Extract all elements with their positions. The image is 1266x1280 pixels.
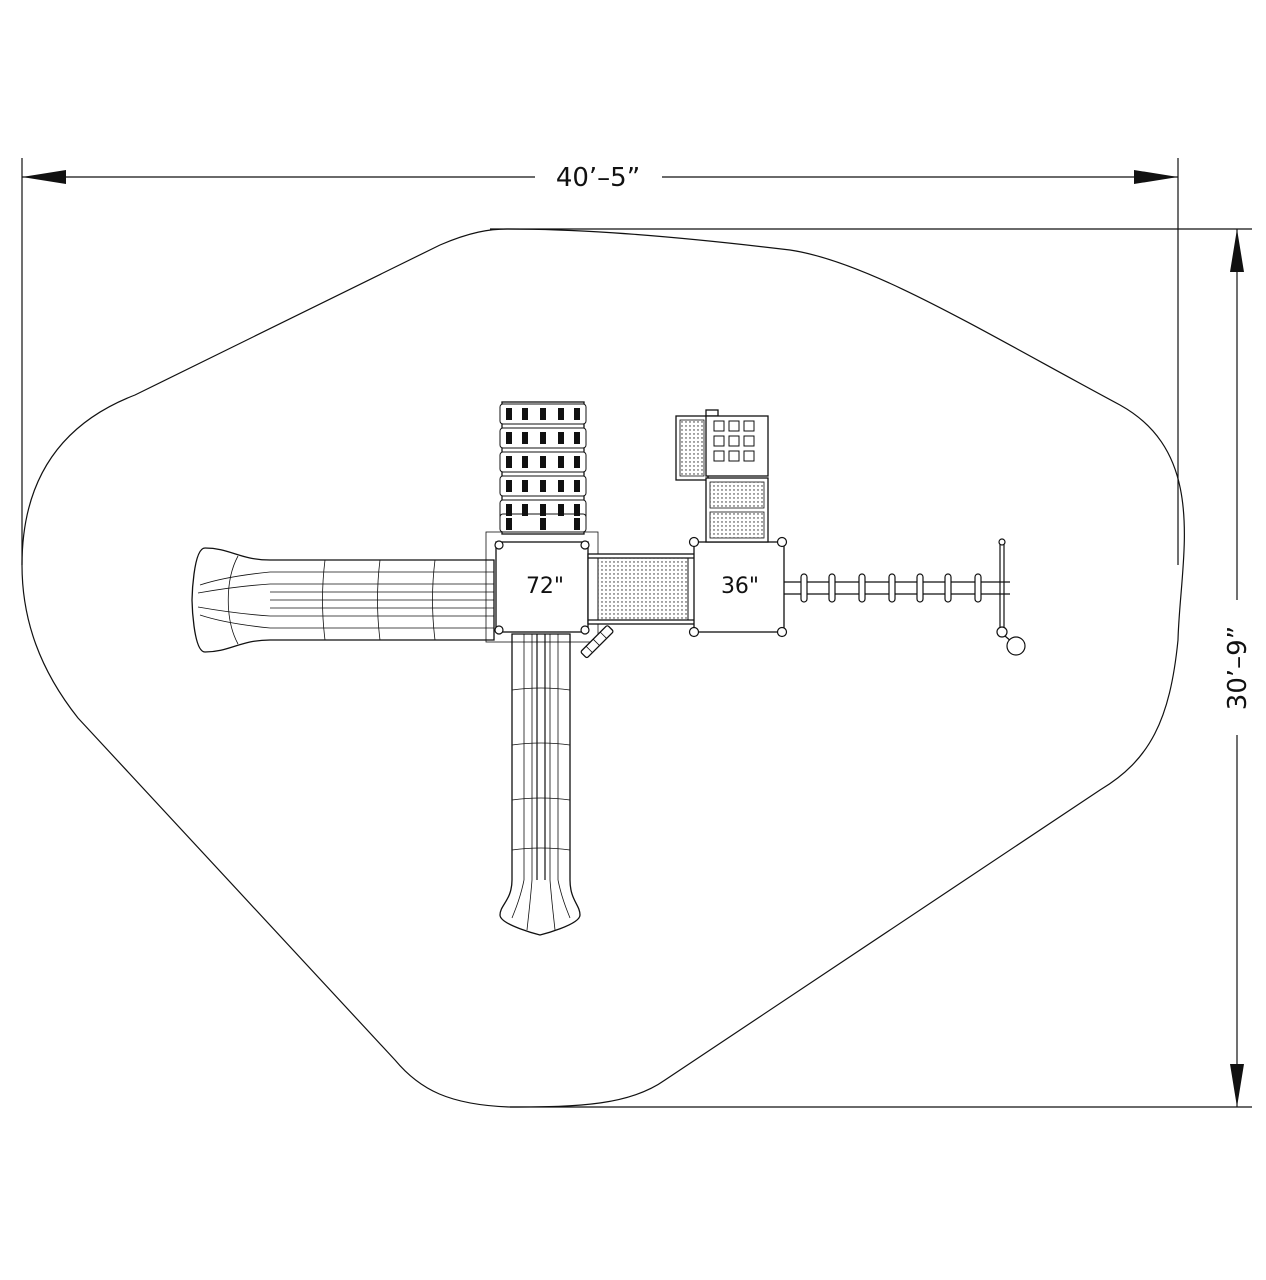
deck-72: 72" (485, 531, 599, 643)
safety-zone-outline (21, 228, 1185, 1108)
end-post (996, 626, 1008, 638)
bridge (587, 553, 697, 625)
deck-36-label: 36" (721, 574, 759, 599)
deck-36-platform (693, 541, 785, 633)
arrow-down-icon (1230, 1064, 1244, 1107)
bottom-slide (499, 633, 581, 936)
deck-36: 36" (688, 536, 788, 638)
deck-72-label: 72" (526, 574, 564, 599)
tether-ball-icon (1006, 636, 1026, 656)
panel-stack (675, 409, 769, 543)
height-label: 30’–9” (1223, 626, 1253, 710)
width-label: 40’–5” (556, 163, 640, 193)
rock-climber (499, 401, 587, 535)
overhead-ladder (784, 538, 1026, 656)
width-dimension: 40’–5” (21, 158, 1179, 565)
arrow-up-icon (1230, 229, 1244, 272)
deck-72-platform (495, 541, 589, 633)
bridge-mesh (597, 557, 689, 621)
height-dimension: 30’–9” (490, 228, 1253, 1108)
arrow-right-icon (1134, 170, 1178, 184)
arrow-left-icon (22, 170, 66, 184)
ladder (580, 625, 614, 659)
left-slide (191, 547, 495, 653)
